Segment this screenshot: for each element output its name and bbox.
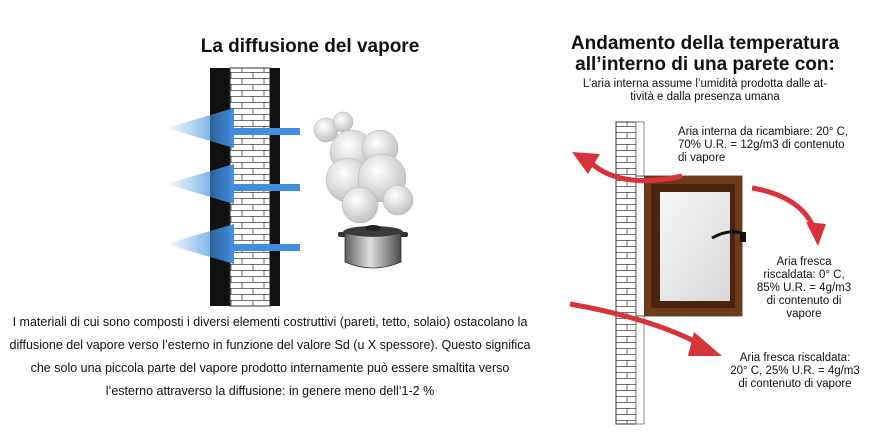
label-line: Aria fresca: [776, 256, 832, 268]
cooking-pot: [338, 225, 408, 269]
label-line: vapore: [786, 308, 822, 320]
paragraph-line: che solo una piccola parte del vapore pr…: [30, 361, 510, 375]
label-line: Aria fresca riscaldata:: [739, 352, 851, 364]
paragraph-line: diffusione del vapore verso l’esterno in…: [9, 338, 531, 352]
vapor-flow-middle: [166, 164, 300, 204]
right-title-line: Andamento della temperatura: [570, 33, 840, 54]
vapor-flow-top: [166, 108, 300, 148]
label-line: riscaldata: 0° C,: [763, 269, 845, 281]
label-line: 20° C, 25% U.R. = 4g/m3: [730, 365, 860, 377]
subtitle-line: L’aria interna assume l’umidità prodotta…: [582, 78, 828, 90]
label-line: 70% U.R. = 12g/m3 di contenuto: [678, 139, 845, 151]
diffusion-paragraph: I materiali di cui sono composti i diver…: [0, 311, 540, 403]
arrow-cold-air-in: [751, 185, 826, 246]
steam-cloud: [313, 111, 414, 224]
window-glass: [660, 192, 730, 301]
paragraph-line: l’esterno attraverso la diffusione: in g…: [105, 384, 435, 398]
left-title: La diffusione del vapore: [200, 36, 420, 57]
subtitle-line: tività e dalla presenza umana: [630, 91, 780, 103]
label-line: di contenuto di: [766, 295, 842, 307]
right-title-line: all’interno di una parete con:: [575, 54, 835, 75]
right-subtitle: L’aria interna assume l’umidità prodotta…: [540, 78, 870, 104]
label-inside-air: Aria interna da ricambiare: 20° C, 70% U…: [678, 126, 878, 165]
vapor-flow-bottom: [166, 224, 300, 264]
window: [635, 175, 746, 317]
label-fresh-warm-air: Aria fresca riscaldata: 20° C, 25% U.R. …: [720, 352, 870, 391]
right-wall-bricks: [615, 121, 637, 425]
paragraph-line: I materiali di cui sono composti i diver…: [12, 315, 528, 329]
label-line: di contenuto di vapore: [738, 378, 852, 390]
label-fresh-cold-air: Aria fresca riscaldata: 0° C, 85% U.R. =…: [744, 256, 864, 321]
label-line: di vapore: [678, 152, 726, 164]
label-line: Aria interna da ricambiare: 20° C,: [678, 126, 849, 138]
arrow-warm-air-in: [569, 301, 722, 356]
arrow-inside-air-out: [572, 152, 683, 184]
label-line: 85% U.R. = 4g/m3: [756, 282, 852, 294]
right-title: Andamento della temperatura all’interno …: [540, 33, 870, 75]
